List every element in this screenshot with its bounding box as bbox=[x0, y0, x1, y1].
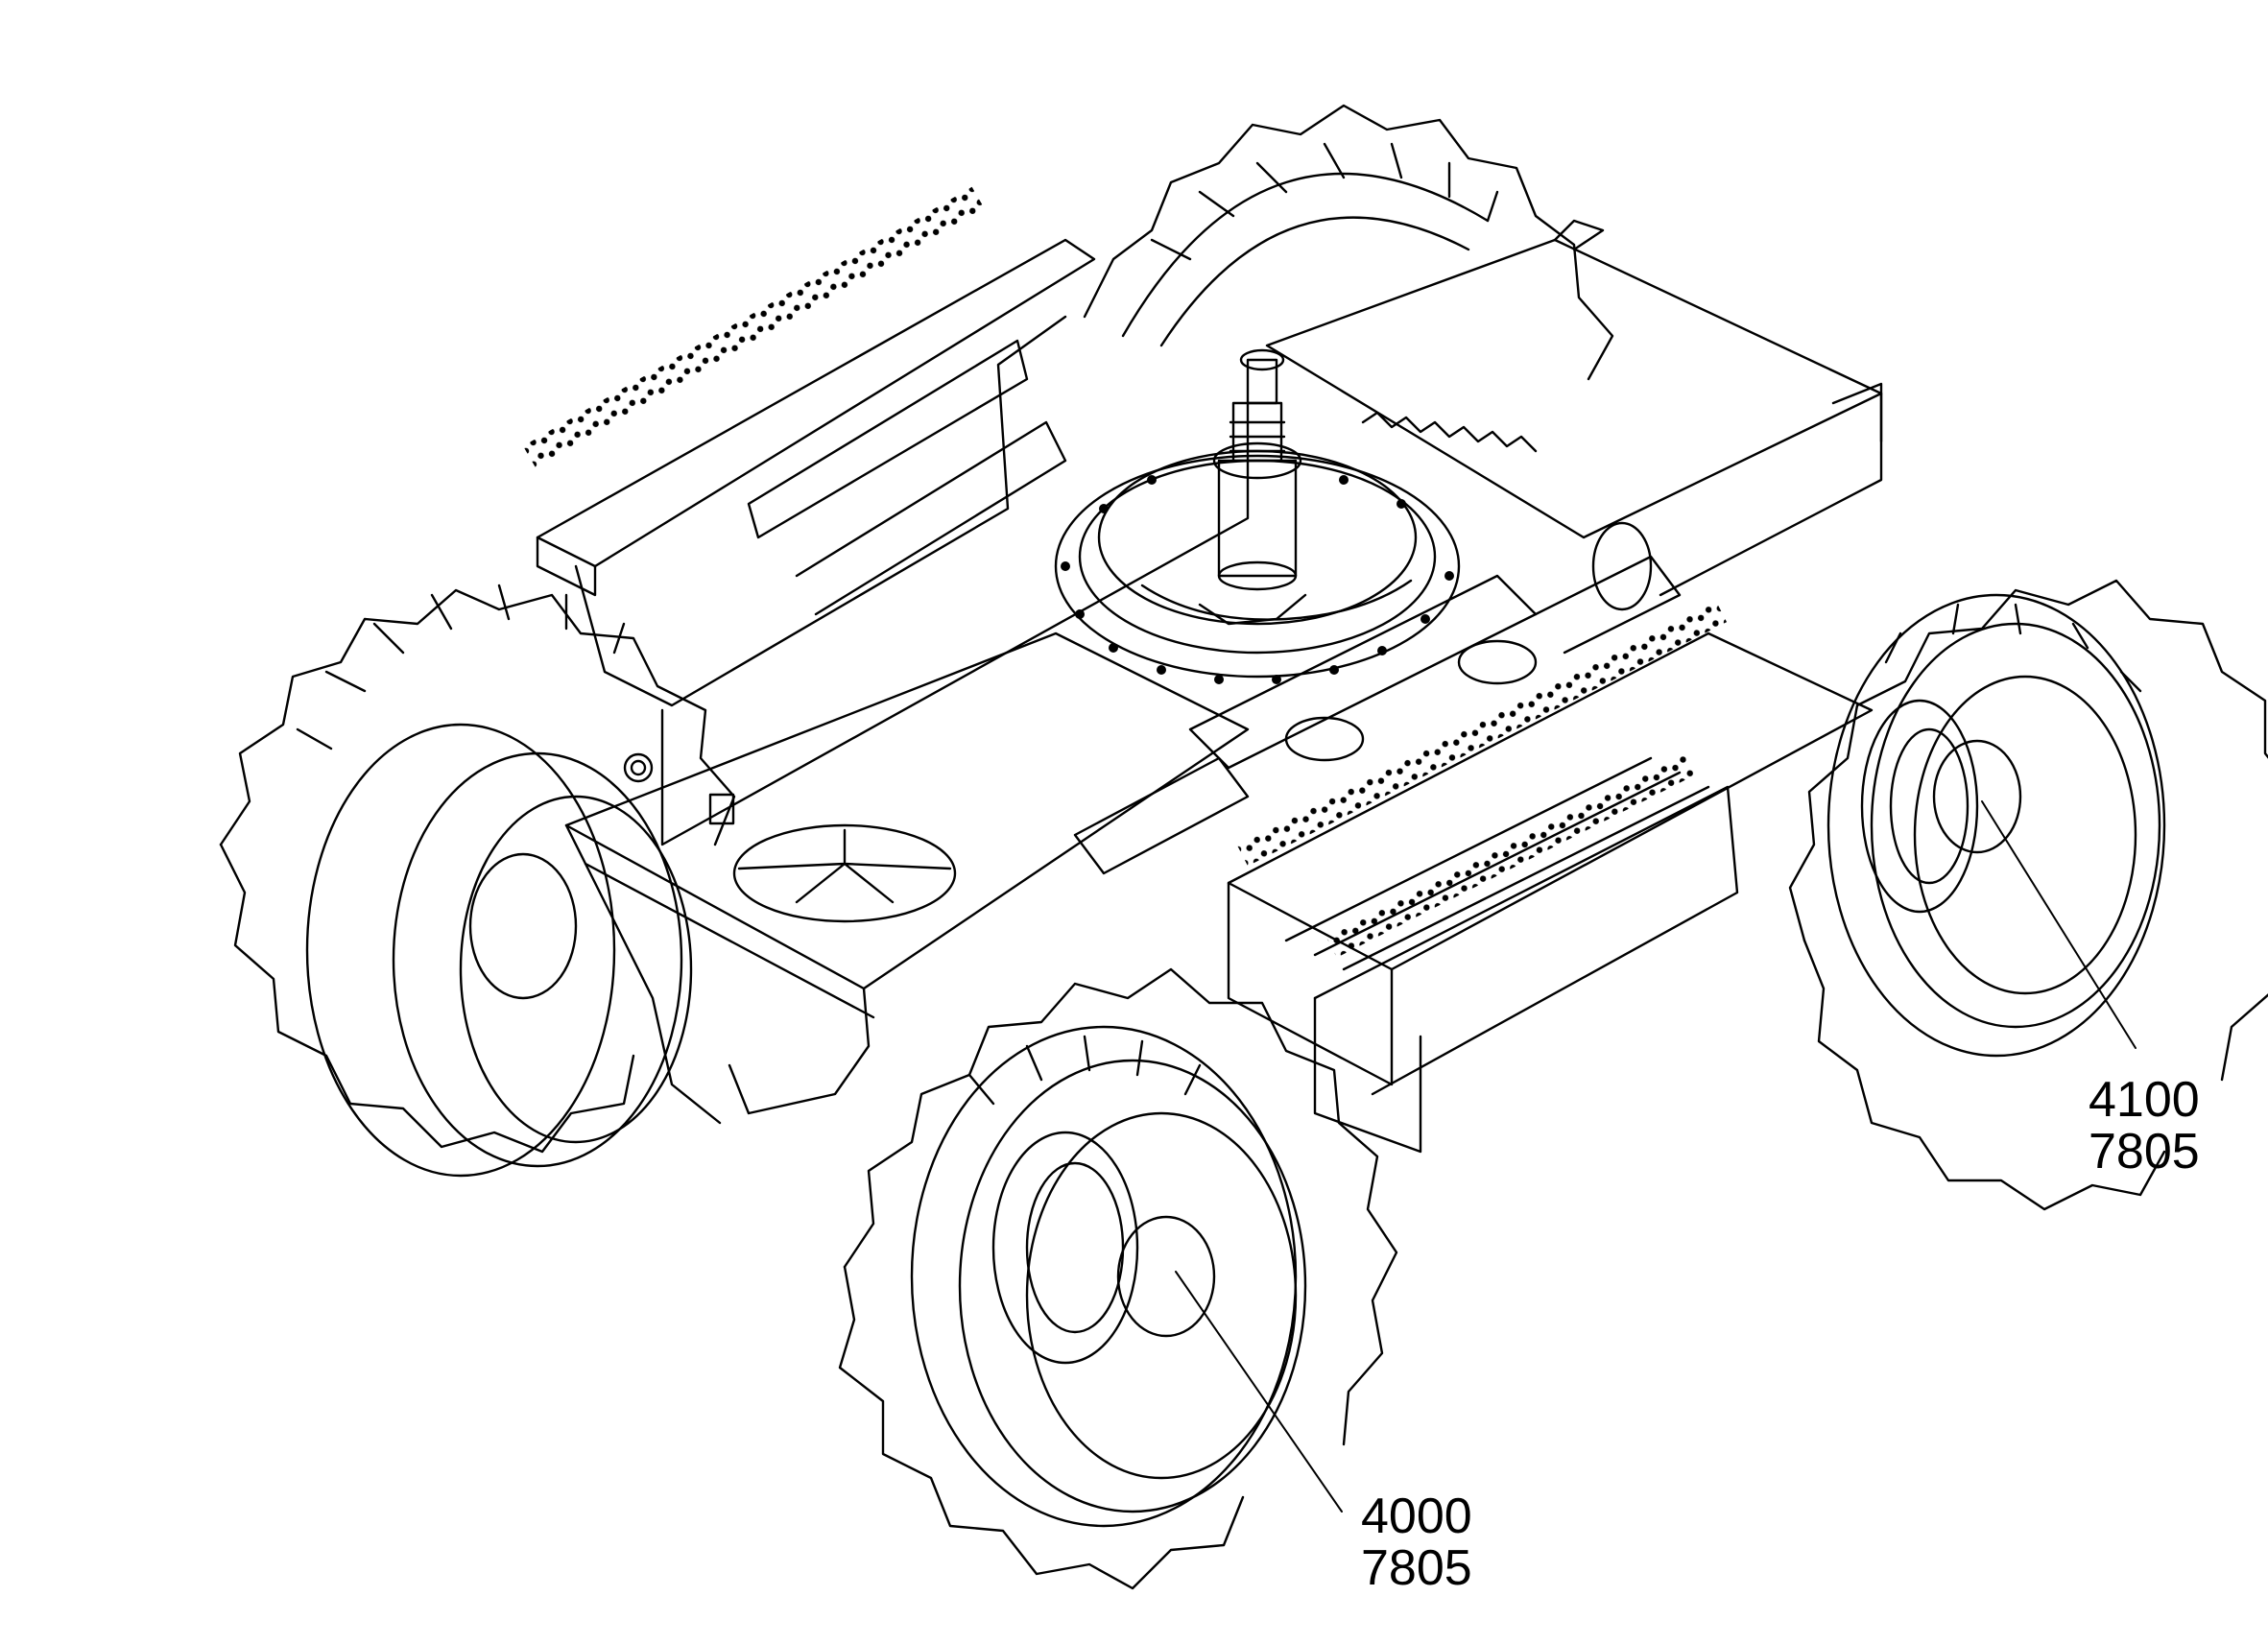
wheel-right bbox=[1788, 579, 2268, 1211]
wheel-left bbox=[219, 584, 736, 1178]
hub-right bbox=[1860, 699, 1979, 914]
ring-bolts bbox=[1061, 475, 1454, 684]
wheel-front bbox=[838, 967, 1398, 1590]
right-body bbox=[1265, 219, 1883, 597]
right-lower-step-perforation bbox=[1325, 753, 1697, 958]
drive-gear bbox=[1361, 411, 1538, 453]
left-step-perforation bbox=[523, 186, 985, 468]
callout-ref-4100: 7805 bbox=[2089, 1124, 2200, 1179]
right-step-perforation bbox=[1235, 598, 1728, 867]
wheel-rear-top bbox=[1083, 104, 1614, 381]
hub-front bbox=[991, 1131, 1139, 1365]
left-frame bbox=[536, 238, 1250, 846]
slewing-ring bbox=[1054, 449, 1461, 679]
leader-4000 bbox=[1175, 1271, 1343, 1513]
callout-part-4000: 4000 bbox=[1361, 1489, 1472, 1544]
swivel-joint bbox=[1212, 348, 1302, 591]
callout-part-4100: 4100 bbox=[2089, 1072, 2200, 1128]
main-chassis bbox=[564, 631, 1250, 1125]
leader-4100 bbox=[1981, 800, 2137, 1049]
callout-ref-4000: 7805 bbox=[1361, 1540, 1472, 1596]
front-axle bbox=[1073, 521, 1682, 875]
